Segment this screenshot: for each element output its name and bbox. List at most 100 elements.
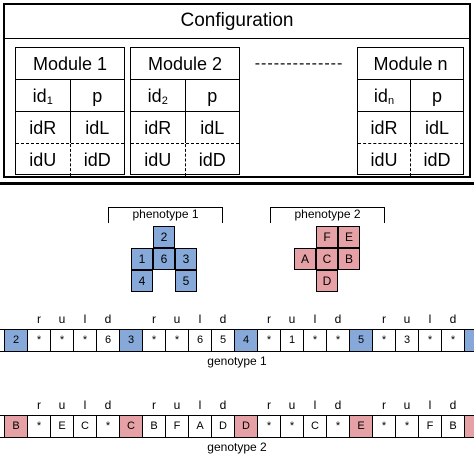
ellipsis-dashes: -------------- bbox=[254, 55, 344, 72]
genotype-2-cell: * bbox=[28, 416, 51, 437]
phenotype-1-cell: 4 bbox=[131, 270, 153, 292]
direction-label: r bbox=[37, 398, 41, 412]
phenotype-1-cell: 1 bbox=[131, 248, 153, 270]
genotype2-row bbox=[0, 415, 474, 438]
configuration-box: Configuration Module 1 id1 p idR idL idU… bbox=[3, 3, 471, 178]
module-idD: idD bbox=[83, 150, 111, 170]
genotype-1-cell: * bbox=[51, 330, 74, 351]
genotype-2-cell: F bbox=[166, 416, 189, 437]
genotype-2-cell: B bbox=[143, 416, 166, 437]
direction-label: r bbox=[382, 398, 386, 412]
genotype-2-cell: E bbox=[51, 416, 74, 437]
genotype-2-cell: B bbox=[442, 416, 465, 437]
genotype-2-label: genotype 2 bbox=[207, 440, 267, 454]
module-rl-row: idR idL bbox=[16, 112, 124, 144]
direction-label: r bbox=[267, 312, 271, 326]
phenotype-2-label: phenotype 2 bbox=[294, 207, 361, 221]
module-p: p bbox=[431, 86, 442, 106]
genotype-1-cell: 6 bbox=[97, 330, 120, 351]
direction-label: u bbox=[288, 398, 296, 412]
genotype-2-cell: * bbox=[258, 416, 281, 437]
direction-label: u bbox=[288, 312, 296, 326]
module-title: Module 1 bbox=[16, 48, 124, 80]
direction-label: d bbox=[104, 398, 112, 412]
module-id: id2 bbox=[131, 80, 186, 111]
genotype-1-cell: * bbox=[166, 330, 189, 351]
genotype-2-cell: C bbox=[74, 416, 97, 437]
direction-label: r bbox=[382, 312, 386, 326]
module-idU: idU bbox=[131, 144, 186, 176]
genotype-cell-edge bbox=[465, 330, 474, 351]
module-ud-row: idU idD bbox=[16, 144, 124, 176]
module-title: Module n bbox=[358, 48, 463, 80]
title-divider bbox=[5, 38, 469, 39]
direction-label: r bbox=[152, 312, 156, 326]
genotype-1-cell: * bbox=[28, 330, 51, 351]
module-idD: idD bbox=[423, 150, 451, 170]
genotype-1-cell: 3 bbox=[120, 330, 143, 351]
direction-label: u bbox=[403, 398, 411, 412]
module-ud-row: idU idD bbox=[358, 144, 463, 176]
module-idL: idL bbox=[200, 118, 225, 138]
module-n: Module n idn p idR idL idU idD bbox=[357, 47, 464, 176]
genotype-2-cell: E bbox=[350, 416, 373, 437]
module-idR: idR bbox=[358, 112, 411, 143]
genotype-1-cell: 6 bbox=[189, 330, 212, 351]
genotype1-row bbox=[0, 329, 474, 352]
module-rl-row: idR idL bbox=[131, 112, 239, 144]
module-idL: idL bbox=[424, 118, 450, 138]
direction-label: u bbox=[403, 312, 411, 326]
genotype-1-cell: * bbox=[373, 330, 396, 351]
module-id-row: id2 p bbox=[131, 80, 239, 112]
direction-label: d bbox=[449, 398, 457, 412]
direction-label: r bbox=[152, 398, 156, 412]
genotype-2-cell: D bbox=[235, 416, 258, 437]
direction-label: l bbox=[428, 398, 432, 412]
genotype-2-cell: D bbox=[212, 416, 235, 437]
genotype-2-cell: F bbox=[419, 416, 442, 437]
genotype-2-cell: * bbox=[281, 416, 304, 437]
module-id: id1 bbox=[16, 80, 71, 111]
section-separator bbox=[0, 182, 474, 185]
genotype-1-cell: * bbox=[442, 330, 465, 351]
genotype-2-cell: * bbox=[327, 416, 350, 437]
genotype-2-cell: C bbox=[120, 416, 143, 437]
module-idR: idR bbox=[131, 112, 186, 143]
phenotype-1-cell: 5 bbox=[175, 270, 197, 292]
phenotype-2-cell: D bbox=[316, 270, 338, 292]
genotype-cell-edge bbox=[465, 416, 474, 437]
genotype-1-cell: 5 bbox=[350, 330, 373, 351]
configuration-title: Configuration bbox=[180, 10, 294, 31]
direction-label: d bbox=[219, 312, 227, 326]
module-id: idn bbox=[358, 80, 411, 111]
phenotype-2-cell: A bbox=[294, 248, 316, 270]
phenotype-2-cell: F bbox=[316, 226, 338, 248]
genotype-1-cell: * bbox=[143, 330, 166, 351]
module-1: Module 1 id1 p idR idL idU idD bbox=[15, 47, 125, 176]
module-idU: idU bbox=[358, 144, 411, 176]
direction-label: l bbox=[83, 398, 87, 412]
module-id-row: idn p bbox=[358, 80, 463, 112]
genotype-1-cell: * bbox=[258, 330, 281, 351]
phenotype-1-cell: 6 bbox=[153, 248, 175, 270]
module-rl-row: idR idL bbox=[358, 112, 463, 144]
genotype-1-cell: 2 bbox=[5, 330, 28, 351]
genotype-2-cell: B bbox=[5, 416, 28, 437]
phenotype-2-cell: B bbox=[338, 248, 360, 270]
direction-label: u bbox=[58, 312, 66, 326]
direction-label: d bbox=[449, 312, 457, 326]
phenotype-1-cell: 2 bbox=[153, 226, 175, 248]
genotype-2-cell: * bbox=[373, 416, 396, 437]
module-p: p bbox=[207, 86, 218, 106]
module-title: Module 2 bbox=[131, 48, 239, 80]
module-idL: idL bbox=[85, 118, 110, 138]
phenotype-1-cell: 3 bbox=[175, 248, 197, 270]
genotype-1-cell: * bbox=[304, 330, 327, 351]
direction-label: r bbox=[267, 398, 271, 412]
genotype-2-cell: C bbox=[304, 416, 327, 437]
module-idU: idU bbox=[16, 144, 71, 176]
genotype-1-cell: 3 bbox=[396, 330, 419, 351]
direction-label: u bbox=[173, 398, 181, 412]
